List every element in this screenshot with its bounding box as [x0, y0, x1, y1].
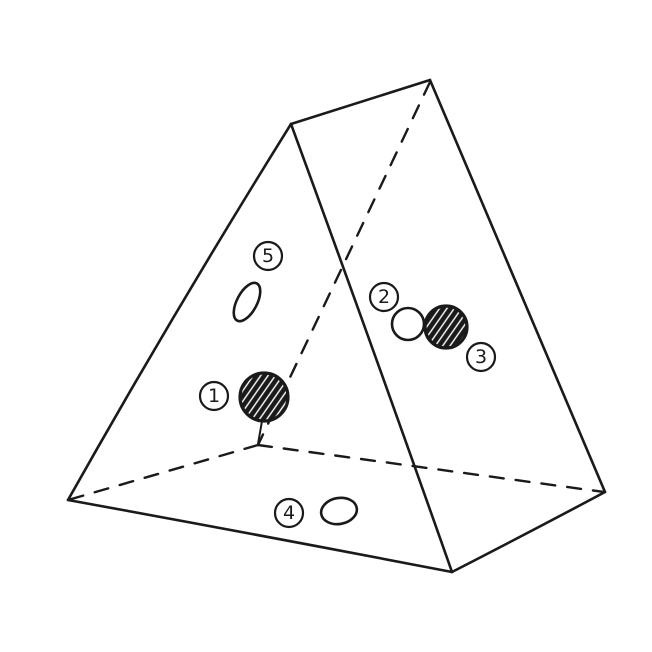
hole-3	[423, 304, 469, 350]
label-4: 4	[283, 502, 295, 524]
label-2: 2	[378, 286, 390, 308]
edge-front-base	[66, 498, 454, 574]
hidden-edge-back-base-right	[256, 443, 606, 494]
hole-2	[390, 306, 426, 342]
hole-4	[319, 496, 359, 526]
label-3-ring	[465, 341, 497, 373]
label-3: 3	[475, 346, 487, 368]
edge-ridge	[289, 78, 432, 126]
label-5-ring	[252, 240, 284, 272]
hole-1	[238, 371, 290, 423]
hidden-edge-back-base-left	[66, 443, 260, 502]
visible-edges	[66, 78, 607, 574]
edge-front-left	[66, 122, 293, 502]
hole-1-leader	[257, 420, 263, 445]
edge-front-right	[289, 122, 454, 574]
hole-4-group: 4	[273, 496, 359, 529]
label-1-ring	[198, 380, 230, 412]
hole-2-group: 2	[368, 281, 426, 342]
hole-5-group: 5	[232, 240, 284, 323]
hidden-edges	[66, 80, 606, 502]
hole-5	[232, 281, 262, 323]
edge-back-right	[428, 78, 607, 494]
label-2-ring	[368, 281, 400, 313]
hidden-edge-back-ridge-to-base	[256, 80, 432, 447]
label-1: 1	[208, 385, 220, 407]
label-4-ring	[273, 497, 305, 529]
hole-1-group: 1	[198, 371, 290, 445]
hole-3-group: 3	[423, 304, 497, 373]
edge-right-base	[450, 490, 607, 574]
label-5: 5	[262, 245, 274, 267]
